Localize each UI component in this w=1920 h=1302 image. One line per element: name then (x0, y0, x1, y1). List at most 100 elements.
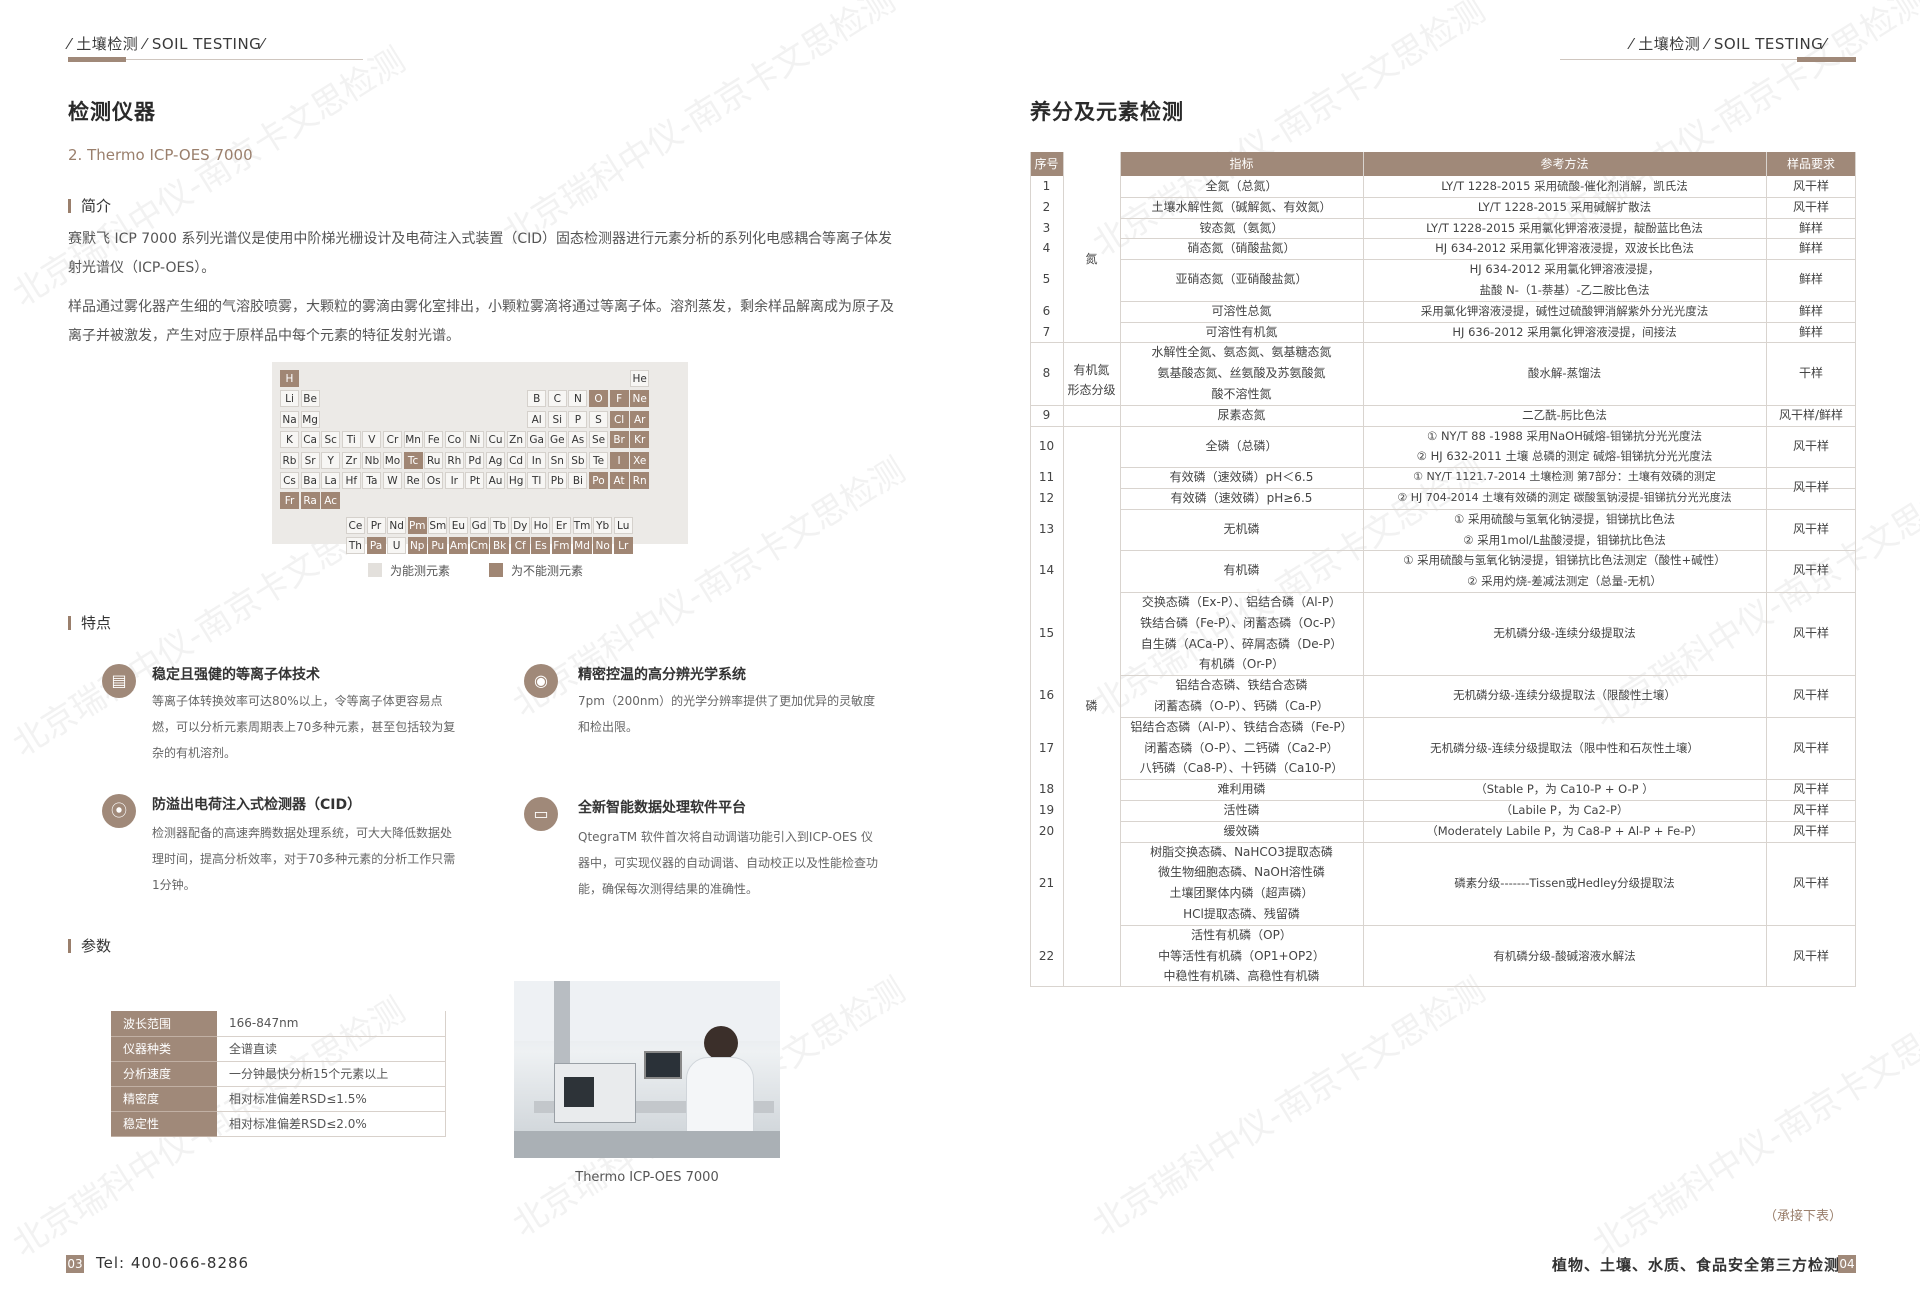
footer-tel: Tel: 400-066-8286 (96, 1254, 250, 1272)
monitor-icon: ▭ (524, 797, 558, 831)
element-cell: Sm (428, 516, 448, 534)
method-text: ① NY/T 88 -1988 采用NaOH碱熔-钼锑抗分光光度法 (1426, 428, 1702, 443)
element-cell: Ga (527, 431, 547, 449)
indicator-text: 闭蓄态磷（O-P）、二钙磷（Ca2-P） (1144, 740, 1339, 755)
row-divider (1120, 321, 1856, 323)
element-cell: Fr (280, 492, 299, 510)
element-cell: Pd (465, 451, 485, 469)
row-divider (1120, 508, 1856, 510)
indicator-text: 树脂交换态磷、NaHCO3提取态磷 (1150, 844, 1333, 859)
row-number: 18 (1038, 782, 1055, 797)
element-cell: Tm (572, 516, 592, 534)
row-number: 11 (1038, 470, 1055, 485)
element-cell: Po (589, 472, 608, 489)
sample-requirement: 风干样/鲜样 (1778, 407, 1844, 422)
photo-floor (514, 1131, 780, 1158)
element-cell: Bi (568, 472, 588, 489)
method-text: （Stable P，为 Ca10-P + O-P ） (1475, 782, 1654, 797)
row-number: 3 (1042, 220, 1051, 235)
element-cell: C (547, 390, 567, 408)
element-cell: Cu (486, 431, 505, 449)
element-cell: La (321, 472, 341, 489)
row-number: 13 (1038, 521, 1055, 536)
method-text: LY/T 1228-2015 采用氯化钾溶液浸提，靛酚蓝比色法 (1426, 220, 1703, 235)
feature-title: 防溢出电荷注入式检测器（CID） (152, 797, 362, 813)
header-left-bar (68, 57, 126, 62)
row-divider (1120, 217, 1856, 219)
indicator-text: 铁结合磷（Fe-P）、闭蓄态磷（Oc-P） (1140, 615, 1343, 630)
table-header-cell: 参考方法 (1363, 152, 1766, 176)
element-cell: Ni (465, 431, 485, 449)
indicator-text: 可溶性有机氮 (1205, 324, 1278, 339)
element-cell: Os (424, 472, 444, 489)
element-cell: Np (407, 537, 427, 555)
legend-measurable: 为能测元素 (368, 562, 450, 579)
element-cell: S (589, 410, 608, 428)
element-cell: I (609, 451, 629, 469)
row-divider (1120, 716, 1856, 718)
element-cell: Ba (300, 472, 320, 489)
indicator-text: 酸不溶性氮 (1211, 387, 1272, 401)
row-divider (1120, 467, 1856, 469)
group-label: 磷 (1085, 698, 1098, 713)
element-cell: Sb (568, 451, 588, 469)
sample-requirement: 风干样 (1792, 948, 1829, 963)
row-number: 15 (1038, 626, 1055, 640)
table-header-cell: 序号 (1030, 152, 1063, 176)
header-right-line (1560, 59, 1856, 60)
element-cell: Yb (593, 516, 613, 534)
indicator-text: 尿素态氮 (1217, 407, 1266, 422)
indicator-text: 活性磷 (1223, 803, 1260, 817)
method-text: ① NY/T 1121.7-2014 土壤检测 第7部分：土壤有效磷的测定 (1413, 470, 1716, 484)
element-cell: Nd (387, 516, 407, 534)
row-number: 4 (1042, 241, 1051, 256)
page-number-right: 04 (1838, 1255, 1856, 1273)
table-header-cell: 样品要求 (1766, 152, 1856, 176)
element-cell: Md (572, 537, 592, 555)
element-cell: Si (547, 410, 567, 428)
indicator-text: 水解性全氮、氨态氮、氨基糖态氮 (1151, 345, 1332, 360)
row-number: 19 (1038, 803, 1055, 817)
element-cell: N (568, 390, 588, 408)
element-cell: Pr (366, 516, 386, 534)
sample-requirement: 风干样 (1792, 782, 1829, 797)
element-cell: Ag (486, 451, 505, 469)
row-number: 22 (1038, 948, 1055, 963)
element-cell: Be (300, 390, 320, 408)
element-cell: Bk (490, 537, 510, 555)
sample-requirement: 风干样 (1792, 803, 1829, 817)
element-cell: Ne (630, 390, 650, 408)
element-cell: Ra (300, 492, 320, 510)
row-number: 8 (1042, 366, 1051, 381)
indicator-text: 铝结合态磷、铁结合态磷 (1175, 678, 1308, 693)
element-cell: Au (486, 472, 505, 489)
sample-requirement: 风干样 (1792, 626, 1829, 640)
table-header-cell: 指标 (1120, 152, 1363, 176)
photo-monitor (644, 1051, 682, 1079)
element-cell: As (568, 431, 588, 449)
table-col-divider (1363, 152, 1364, 988)
element-cell: Zr (341, 451, 361, 469)
instrument-subtitle: 2. Thermo ICP-OES 7000 (68, 146, 253, 164)
method-text: HJ 634-2012 采用氯化钾溶液浸提， (1469, 262, 1660, 277)
element-cell: Cl (609, 410, 629, 428)
element-cell: Cs (280, 472, 299, 489)
header-right: ⁄ 土壤检测 ⁄ SOIL TESTING⁄ (1630, 35, 1827, 53)
element-cell: Rb (280, 451, 299, 469)
photo-instrument-window (564, 1077, 594, 1107)
table-row: 稳定性相对标准偏差RSD≤2.0% (111, 1111, 446, 1137)
element-cell: Li (280, 390, 299, 408)
method-text: ② 采用1mol/L盐酸浸提，钼锑抗比色法 (1463, 532, 1666, 547)
page-title-left: 检测仪器 (68, 100, 156, 124)
element-cell: In (527, 451, 547, 469)
method-text: 酸水解-蒸馏法 (1527, 366, 1602, 381)
element-cell: Pm (407, 516, 427, 534)
photo-exhaust-pipe (554, 981, 570, 1071)
row-number: 10 (1038, 438, 1055, 453)
row-number: 6 (1042, 303, 1051, 318)
indicator-text: 土壤水解性氮（碱解氮、有效氮） (1151, 199, 1332, 214)
element-cell: U (387, 537, 407, 555)
sample-requirement: 风干样 (1792, 199, 1829, 214)
method-text: HJ 636-2012 采用氯化钾溶液浸提，间接法 (1452, 324, 1677, 339)
method-text: 无机磷分级-连续分级提取法 (1493, 626, 1636, 640)
